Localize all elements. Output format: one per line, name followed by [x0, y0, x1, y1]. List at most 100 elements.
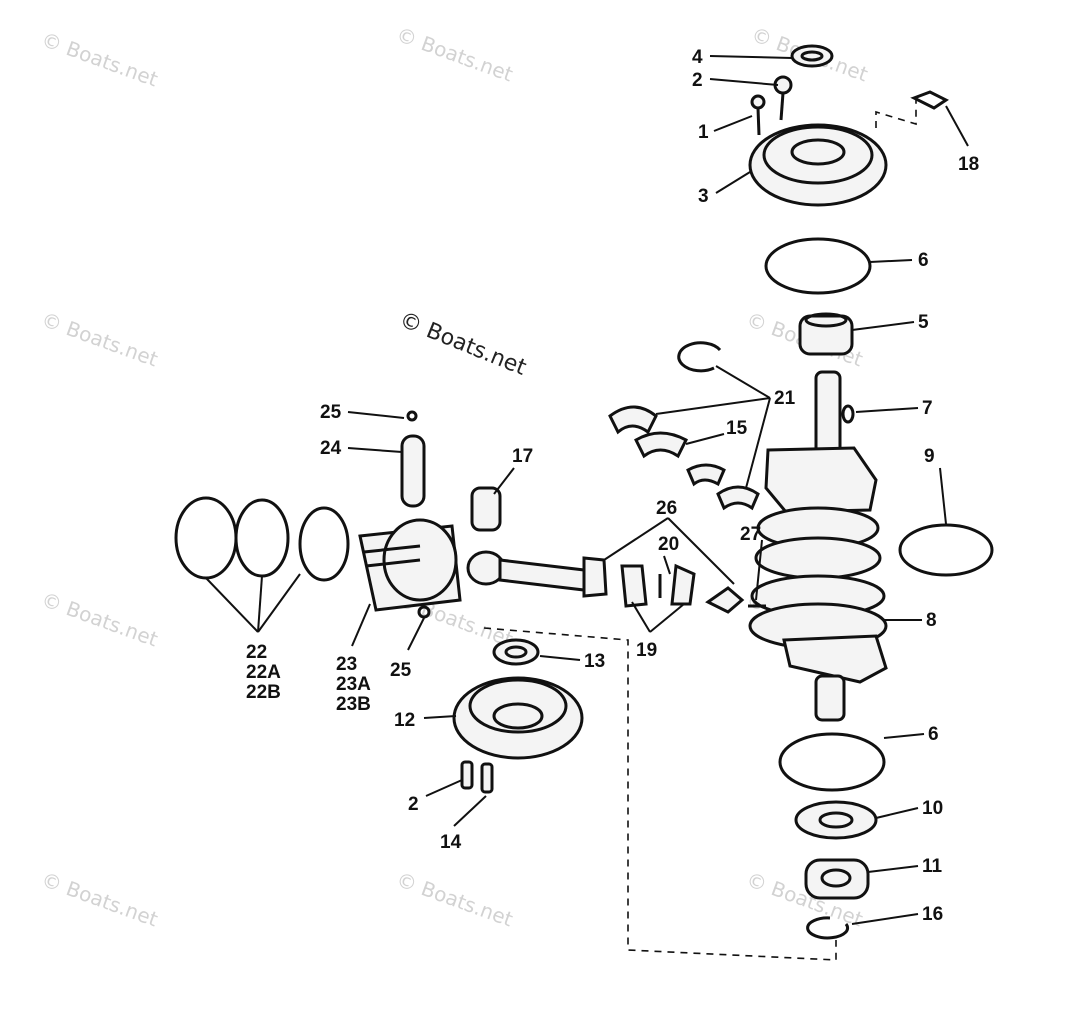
crankshaft-group [748, 237, 994, 940]
screw-part-14 [480, 762, 494, 794]
callout-label: 23 [336, 654, 357, 675]
lower-bearing-housing-group [452, 627, 837, 961]
screw-part-1-shank [756, 107, 761, 136]
callout-label: 12 [394, 710, 415, 731]
callout-label: 25 [390, 660, 412, 681]
callout-label: 8 [926, 610, 937, 631]
piston-ring-part-22-b [234, 498, 290, 578]
piston-ring-part-22-a [174, 496, 238, 580]
seal-part-13-inner [504, 645, 528, 659]
watermark: © Boats.net [38, 27, 161, 91]
watermark: © Boats.net [393, 22, 516, 86]
callout-label: 13 [584, 651, 605, 672]
connecting-rod-beam [498, 558, 586, 592]
bearing-cage-part-19-left [620, 564, 648, 608]
piston-ring-groove-2 [365, 558, 421, 568]
seal-part-4-inner [800, 50, 824, 62]
seal-part-13 [492, 638, 540, 666]
callout-label: 27 [740, 524, 761, 545]
retainer-plate-part-10-bore [818, 811, 854, 829]
rod-bearing-group [608, 341, 766, 614]
needle-bearing-part-5-top [804, 312, 848, 328]
callout-label: 20 [658, 534, 679, 555]
bearing-cage-part-15b [686, 463, 726, 487]
callout-label: 23A [336, 674, 371, 695]
crankshaft-lower-shaft [814, 674, 846, 722]
callout-label: 14 [440, 832, 462, 853]
callout-label: 25 [320, 402, 342, 423]
bearing-race-part-21-lower [716, 485, 760, 511]
bearing-housing-part-3-rim [762, 125, 874, 185]
watermark-main: © Boats.net [396, 307, 530, 381]
callout-label: 7 [922, 398, 933, 419]
snap-ring-part-16 [806, 916, 850, 940]
connecting-rod-big-end [582, 556, 608, 598]
leader-lines [205, 55, 969, 925]
pin-clip-part-25-upper [406, 410, 418, 422]
callout-labels: 4 2 1 3 18 6 5 21 7 15 9 25 24 17 26 27 … [246, 47, 979, 925]
callout-label: 10 [922, 798, 943, 819]
callout-label: 4 [692, 47, 703, 68]
callout-label: 6 [918, 250, 929, 271]
piston-ring-part-22-c [298, 506, 350, 582]
callout-label: 3 [698, 186, 709, 207]
needle-bearing-part-17 [470, 486, 502, 532]
callout-label: 1 [698, 122, 709, 143]
watermark: © Boats.net [38, 587, 161, 651]
pin-clip-part-25-lower [417, 605, 431, 619]
crankshaft-main-journal-2 [754, 536, 882, 580]
o-ring-part-6-lower [778, 732, 886, 792]
bearing-housing-part-12-rim [468, 678, 568, 734]
ball-bearing-part-11 [804, 858, 870, 900]
rod-cap-part-26 [705, 586, 745, 614]
bearing-cage-part-15 [634, 431, 688, 459]
callout-label: 11 [922, 856, 943, 877]
crankshaft-lower-web [782, 634, 888, 684]
watermark: © Boats.net [38, 867, 161, 931]
callout-label: 26 [656, 498, 677, 519]
bearing-race-part-21 [608, 405, 658, 435]
callout-label: 16 [922, 904, 943, 925]
dashed-leader-18 [875, 100, 917, 128]
callout-label: 2 [408, 794, 419, 815]
seal-part-4 [790, 44, 834, 68]
callout-label: 21 [774, 388, 796, 409]
screw-part-2-lower [460, 760, 474, 790]
callout-label: 22B [246, 682, 281, 703]
bearing-housing-part-3-bore [790, 138, 846, 166]
callout-label: 24 [320, 438, 342, 459]
o-ring-part-6-upper [764, 237, 872, 295]
ball-bearing-part-11-bore [820, 868, 852, 888]
callout-label: 23B [336, 694, 371, 715]
bearing-housing-part-12 [452, 676, 584, 760]
watermark: © Boats.net [393, 867, 516, 931]
piston-ring-groove-1 [363, 544, 421, 554]
retaining-ring-part-9 [898, 523, 994, 577]
callout-label: 15 [726, 418, 748, 439]
lock-ring-part-21-upper [677, 341, 722, 373]
dashed-leader-lower-assembly [483, 627, 837, 961]
clip-part-18 [910, 90, 949, 110]
callout-label: 2 [692, 70, 703, 91]
key-part-7 [841, 404, 855, 424]
callout-label: 18 [958, 154, 979, 175]
callout-label: 5 [918, 312, 929, 333]
callout-label: 17 [512, 446, 533, 467]
watermarks: © Boats.net © Boats.net © Boats.net © Bo… [38, 22, 871, 931]
bearing-housing-part-12-bore [492, 702, 544, 730]
screw-part-2-shank [779, 92, 785, 121]
wrist-pin-part-24 [400, 434, 426, 508]
callout-label: 9 [924, 446, 935, 467]
callout-label: 22A [246, 662, 281, 683]
bearing-cage-part-19-right [670, 563, 696, 606]
watermark: © Boats.net [38, 307, 161, 371]
callout-label: 6 [928, 724, 939, 745]
piston-rod-group [174, 410, 608, 619]
callout-label: 19 [636, 640, 657, 661]
crankshaft-upper-web [764, 446, 878, 514]
upper-bearing-housing-group [748, 44, 949, 207]
retainer-plate-part-10 [794, 800, 878, 840]
callout-label: 22 [246, 642, 267, 663]
